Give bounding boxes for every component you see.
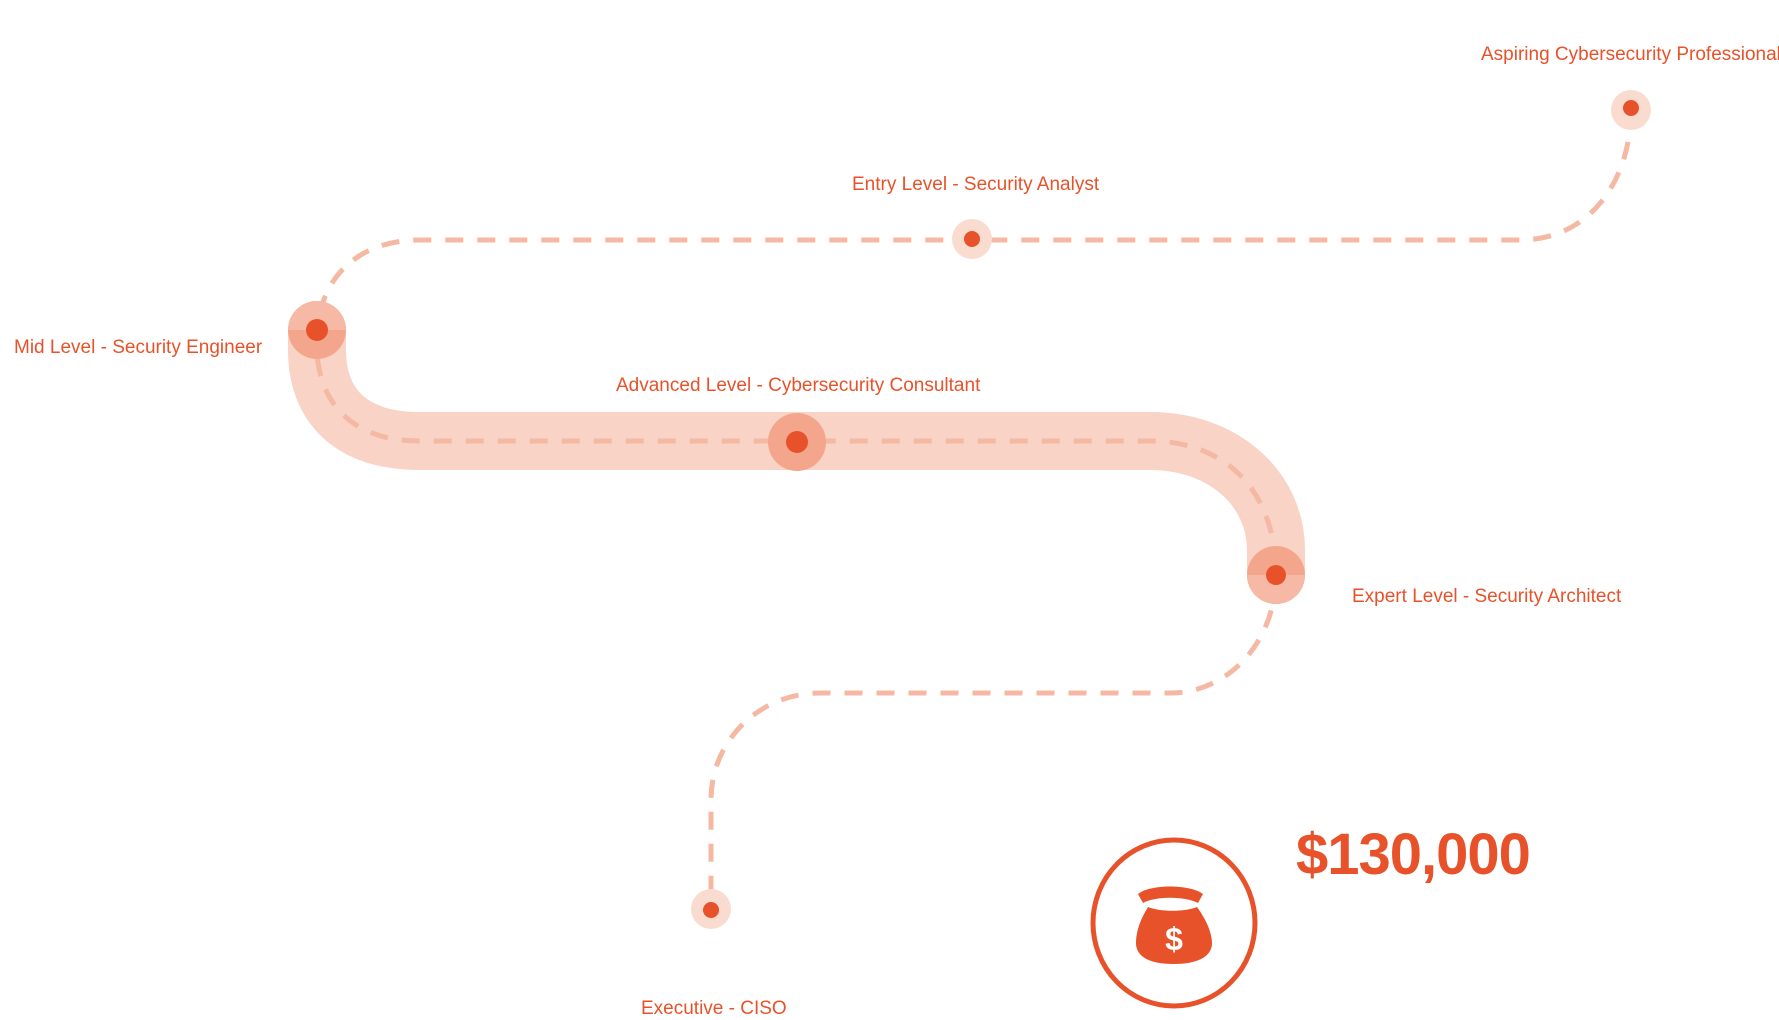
- stage-label-mid-level: Mid Level - Security Engineer: [14, 337, 263, 358]
- stage-label-entry-level: Entry Level - Security Analyst: [852, 174, 1100, 195]
- svg-text:$: $: [1165, 921, 1183, 957]
- node-expert-level[interactable]: [1247, 546, 1305, 604]
- stage-label-aspiring: Aspiring Cybersecurity Professional: [1481, 44, 1779, 65]
- salary-amount: $130,000: [1296, 822, 1531, 887]
- node-executive[interactable]: [691, 889, 731, 929]
- money-bag-icon: $: [1136, 886, 1212, 964]
- node-aspiring[interactable]: [1611, 90, 1651, 130]
- node-entry-level[interactable]: [952, 219, 992, 259]
- node-mid-level[interactable]: [288, 301, 346, 359]
- stage-label-expert-level: Expert Level - Security Architect: [1352, 586, 1622, 607]
- salary-badge: $: [1090, 837, 1258, 1009]
- node-advanced-level[interactable]: [768, 413, 826, 471]
- career-path-dashed: [314, 109, 1634, 909]
- stage-label-advanced-level: Advanced Level - Cybersecurity Consultan…: [616, 375, 981, 396]
- stage-label-executive: Executive - CISO: [641, 998, 787, 1019]
